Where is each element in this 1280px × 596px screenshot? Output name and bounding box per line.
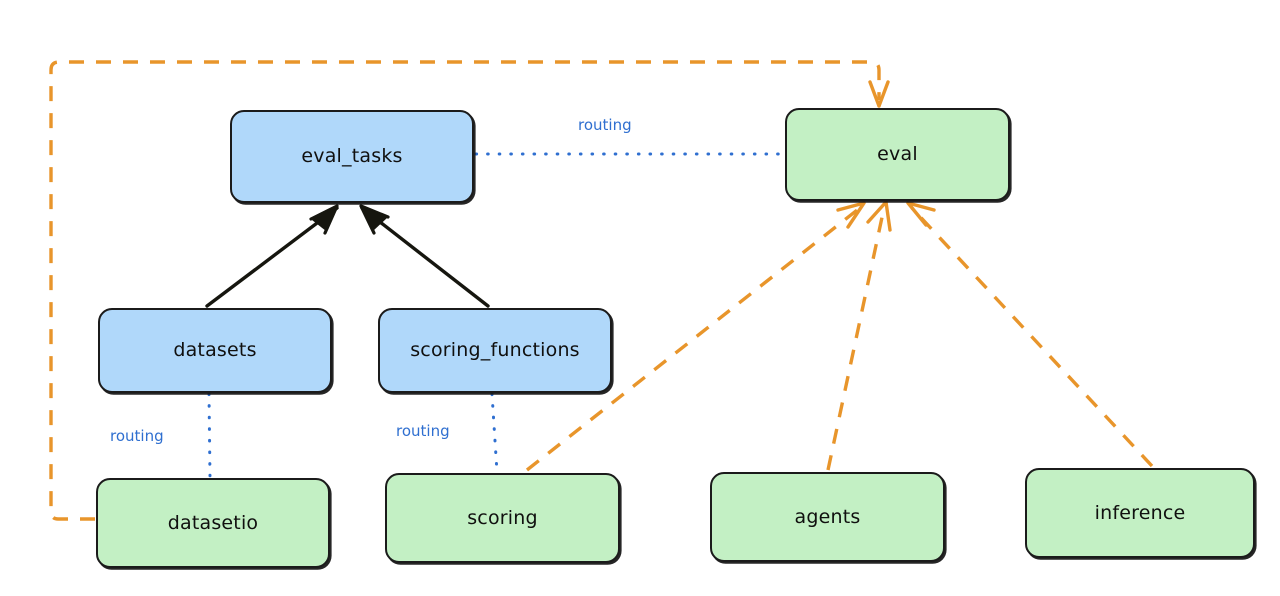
node-scoring-functions[interactable]: scoring_functions [378, 308, 612, 393]
edge-scoring-to-eval [525, 201, 866, 472]
node-label-inference: inference [1094, 501, 1186, 524]
edge-agents-to-eval [826, 200, 892, 471]
edge-inference-to-eval [906, 201, 1154, 468]
edge-datasets-to-eval-tasks [205, 204, 339, 308]
node-datasetio[interactable]: datasetio [96, 478, 330, 568]
node-scoring[interactable]: scoring [385, 473, 620, 563]
edge-label-routing-datasets-datasetio: routing [110, 427, 164, 445]
edge-label-routing-scoring-functions-scoring: routing [396, 422, 450, 440]
node-label-datasetio: datasetio [167, 511, 259, 534]
node-label-eval: eval [877, 143, 918, 166]
edge-label-routing-eval-tasks-eval: routing [578, 116, 632, 134]
node-label-agents: agents [794, 505, 861, 528]
edge-datasets-to-datasetio [207, 392, 212, 479]
node-eval-tasks[interactable]: eval_tasks [230, 110, 474, 203]
edge-scoring-functions-to-scoring [490, 392, 499, 474]
node-label-scoring: scoring [467, 506, 538, 529]
node-inference[interactable]: inference [1025, 468, 1255, 558]
edge-scoring-functions-to-eval-tasks [359, 204, 490, 308]
node-label-scoring-functions: scoring_functions [410, 339, 580, 362]
node-label-eval-tasks: eval_tasks [301, 145, 403, 168]
node-datasets[interactable]: datasets [98, 308, 332, 393]
node-eval[interactable]: eval [785, 108, 1010, 201]
edge-datasetio-to-eval [49, 60, 890, 521]
node-label-datasets: datasets [173, 339, 257, 362]
node-agents[interactable]: agents [710, 472, 945, 562]
